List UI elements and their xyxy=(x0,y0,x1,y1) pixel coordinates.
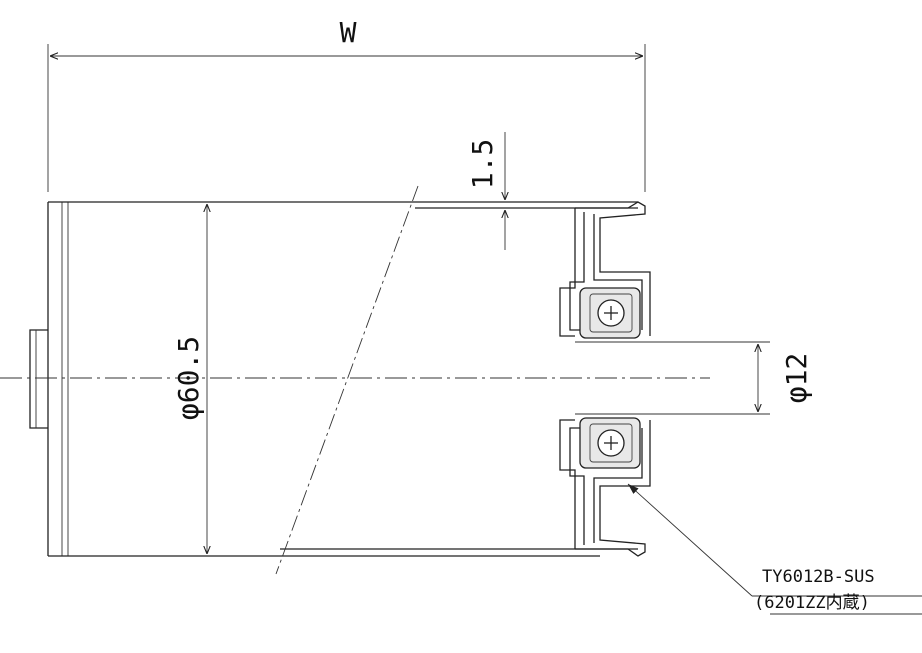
part-number-text: TY6012B-SUS xyxy=(762,567,875,587)
outer-diameter-label: φ60.5 xyxy=(172,336,205,420)
cutaway-line xyxy=(275,185,419,575)
roller-tube xyxy=(47,201,638,557)
bearing-note-text: (6201ZZ内蔵) xyxy=(754,593,870,613)
shaft-stub xyxy=(29,329,48,429)
shaft-diameter-label: φ12 xyxy=(780,353,813,404)
part-callout: TY6012B-SUS (6201ZZ内蔵) xyxy=(627,483,922,615)
dimension-outer-diameter: φ60.5 xyxy=(172,204,207,554)
thickness-label: 1.5 xyxy=(466,139,499,190)
lower-end-cap xyxy=(559,413,770,557)
dimension-width: W xyxy=(47,16,646,192)
dimension-shaft-diameter: φ12 xyxy=(758,344,813,412)
width-label: W xyxy=(340,16,357,49)
upper-end-cap xyxy=(559,201,770,343)
dimension-thickness: 1.5 xyxy=(466,132,505,250)
